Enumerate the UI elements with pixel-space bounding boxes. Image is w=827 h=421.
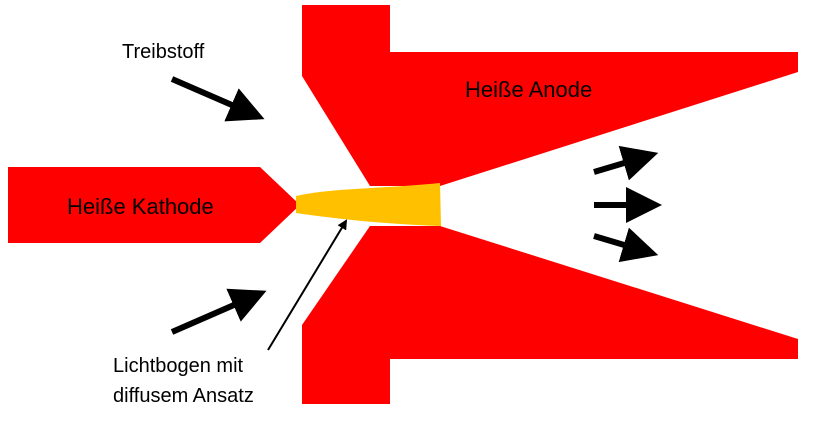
arc-label-line1: Lichtbogen mit <box>113 355 244 377</box>
anode-label: Heiße Anode <box>465 77 592 102</box>
arc-label-line2: diffusem Ansatz <box>113 385 254 407</box>
exhaust-arrow-lower <box>593 227 659 263</box>
propellant-arrow-upper <box>170 76 265 122</box>
arc-plasma <box>296 183 441 226</box>
anode-upper <box>302 5 798 186</box>
exhaust-arrow-upper <box>593 145 659 181</box>
anode-lower <box>302 226 798 404</box>
arc-pointer-line <box>267 219 348 351</box>
cathode <box>8 167 300 243</box>
propellant-arrow-lower <box>170 288 267 335</box>
propellant-label: Treibstoff <box>122 41 205 63</box>
cathode-label: Heiße Kathode <box>67 194 214 219</box>
